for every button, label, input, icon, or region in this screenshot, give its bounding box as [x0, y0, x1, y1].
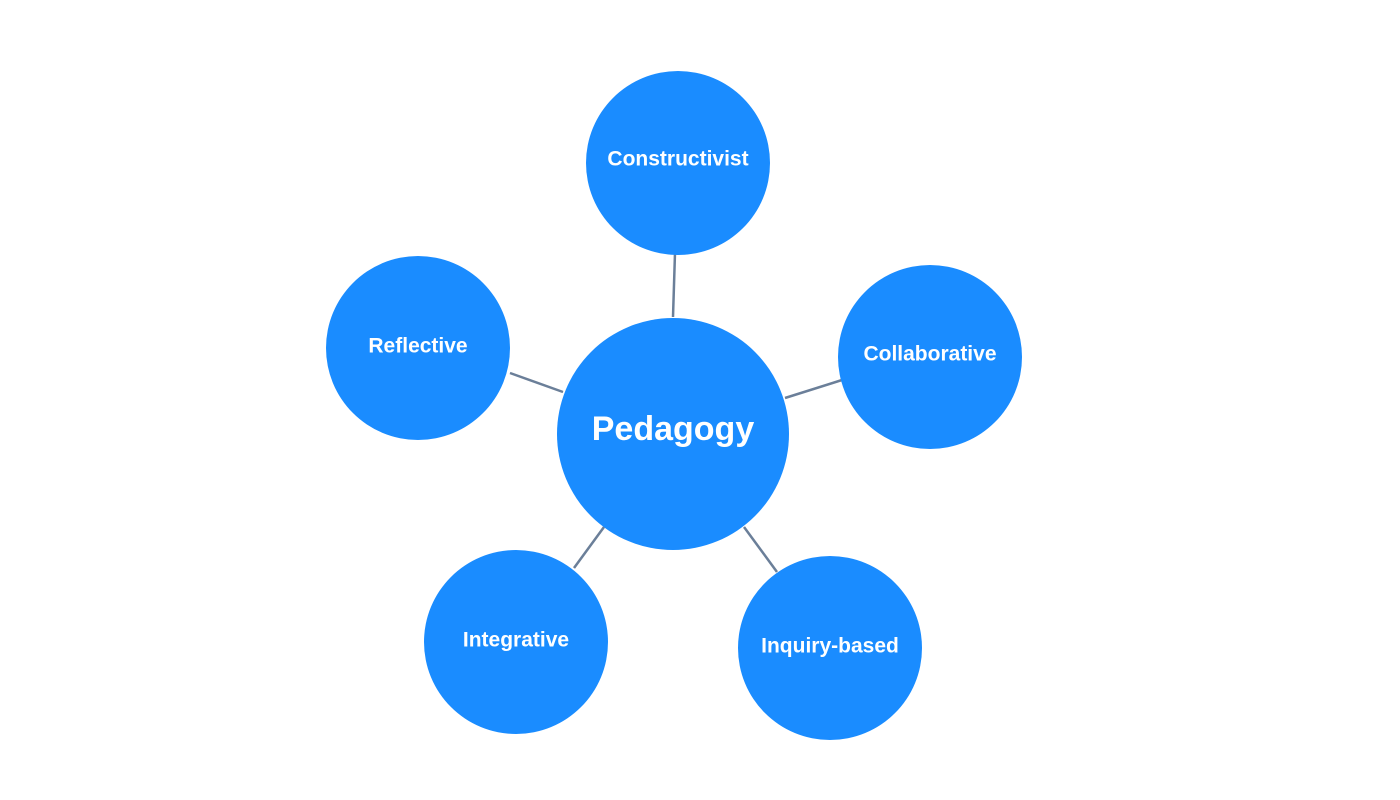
connectors — [509, 252, 843, 573]
node-inquiry-based-label: Inquiry-based — [761, 635, 899, 658]
node-constructivist-circle — [586, 71, 770, 255]
connector-integrative — [572, 526, 606, 569]
node-reflective-label: Reflective — [368, 335, 467, 358]
node-collaborative-label: Collaborative — [863, 343, 996, 366]
node-integrative-circle — [424, 550, 608, 734]
node-integrative-label: Integrative — [463, 629, 569, 652]
node-center-label: Pedagogy — [592, 410, 755, 448]
node-inquiry-based: Inquiry-based — [738, 556, 922, 740]
nodes: Constructivist Collaborative Inquiry-bas… — [326, 71, 1022, 740]
node-reflective: Reflective — [326, 256, 510, 440]
node-collaborative-circle — [838, 265, 1022, 449]
connector-collaborative — [784, 378, 843, 400]
node-center-circle — [557, 318, 789, 550]
node-collaborative: Collaborative — [838, 265, 1022, 449]
node-center: Pedagogy — [557, 318, 789, 550]
connector-inquiry-based — [742, 526, 779, 573]
node-constructivist: Constructivist — [586, 71, 770, 255]
node-constructivist-label: Constructivist — [607, 148, 748, 171]
node-reflective-circle — [326, 256, 510, 440]
node-inquiry-based-circle — [738, 556, 922, 740]
connector-constructivist — [671, 252, 677, 318]
connector-reflective — [509, 371, 564, 394]
node-integrative: Integrative — [424, 550, 608, 734]
